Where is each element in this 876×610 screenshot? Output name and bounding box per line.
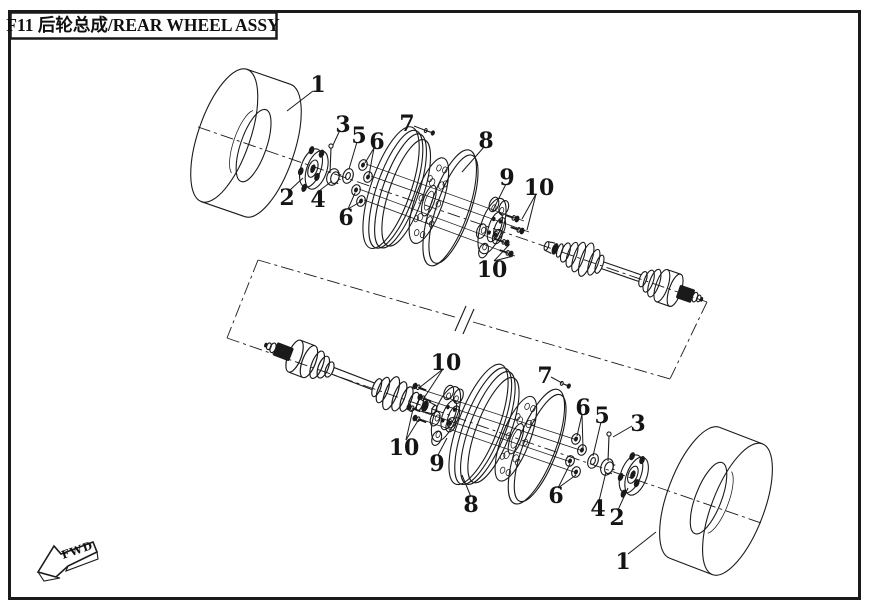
leader-lines (286, 90, 657, 555)
callout-6: 6 (548, 483, 563, 509)
callout-6: 6 (575, 395, 590, 421)
title-box (9, 11, 278, 40)
callout-3: 3 (335, 112, 350, 138)
cotter-pin-part-3-lower (606, 431, 612, 462)
callout-8: 8 (463, 492, 478, 518)
callout-3: 3 (630, 411, 645, 437)
fwd-arrow-face (36, 540, 99, 578)
callout-9: 9 (429, 451, 444, 477)
callout-5: 5 (594, 403, 609, 429)
hub-carrier-part-9-lower (421, 381, 470, 451)
drive-shaft-upper (538, 228, 710, 317)
hub-part-2-lower (610, 449, 655, 504)
page-title: F11 后轮总成/REAR WHEEL ASSY (6, 15, 280, 35)
callout-10: 10 (477, 257, 508, 283)
lower-assembly (257, 327, 788, 585)
callout-2: 2 (279, 185, 294, 211)
valve-part-7-lower (559, 379, 573, 390)
callout-10: 10 (524, 175, 555, 201)
upper-assembly (176, 60, 710, 317)
callout-1: 1 (310, 72, 325, 98)
break-mark (454, 305, 467, 332)
callout-4: 4 (590, 496, 605, 522)
callout-7: 7 (399, 111, 414, 137)
washer-part-5-upper (340, 166, 356, 186)
wheel-nuts-part-6-lower (563, 431, 589, 480)
centerlines (197, 126, 765, 525)
callout-6: 6 (369, 129, 384, 155)
callout-5: 5 (351, 123, 366, 149)
callout-9: 9 (499, 165, 514, 191)
callout-10: 10 (431, 350, 462, 376)
callout-7: 7 (537, 363, 552, 389)
callout-1: 1 (615, 549, 630, 575)
callout-10: 10 (389, 435, 420, 461)
callout-6: 6 (338, 205, 353, 231)
break-mark (462, 308, 475, 335)
callout-4: 4 (310, 187, 325, 213)
callout-8: 8 (478, 128, 493, 154)
title-block: F11 后轮总成/REAR WHEEL ASSY (6, 11, 280, 40)
drive-shaft-lower (257, 327, 444, 428)
callout-2: 2 (609, 505, 624, 531)
fwd-arrow: FWD (36, 539, 99, 582)
valve-part-7-upper (423, 126, 437, 137)
tire-part-1-lower (644, 417, 788, 585)
page-border (8, 10, 861, 600)
